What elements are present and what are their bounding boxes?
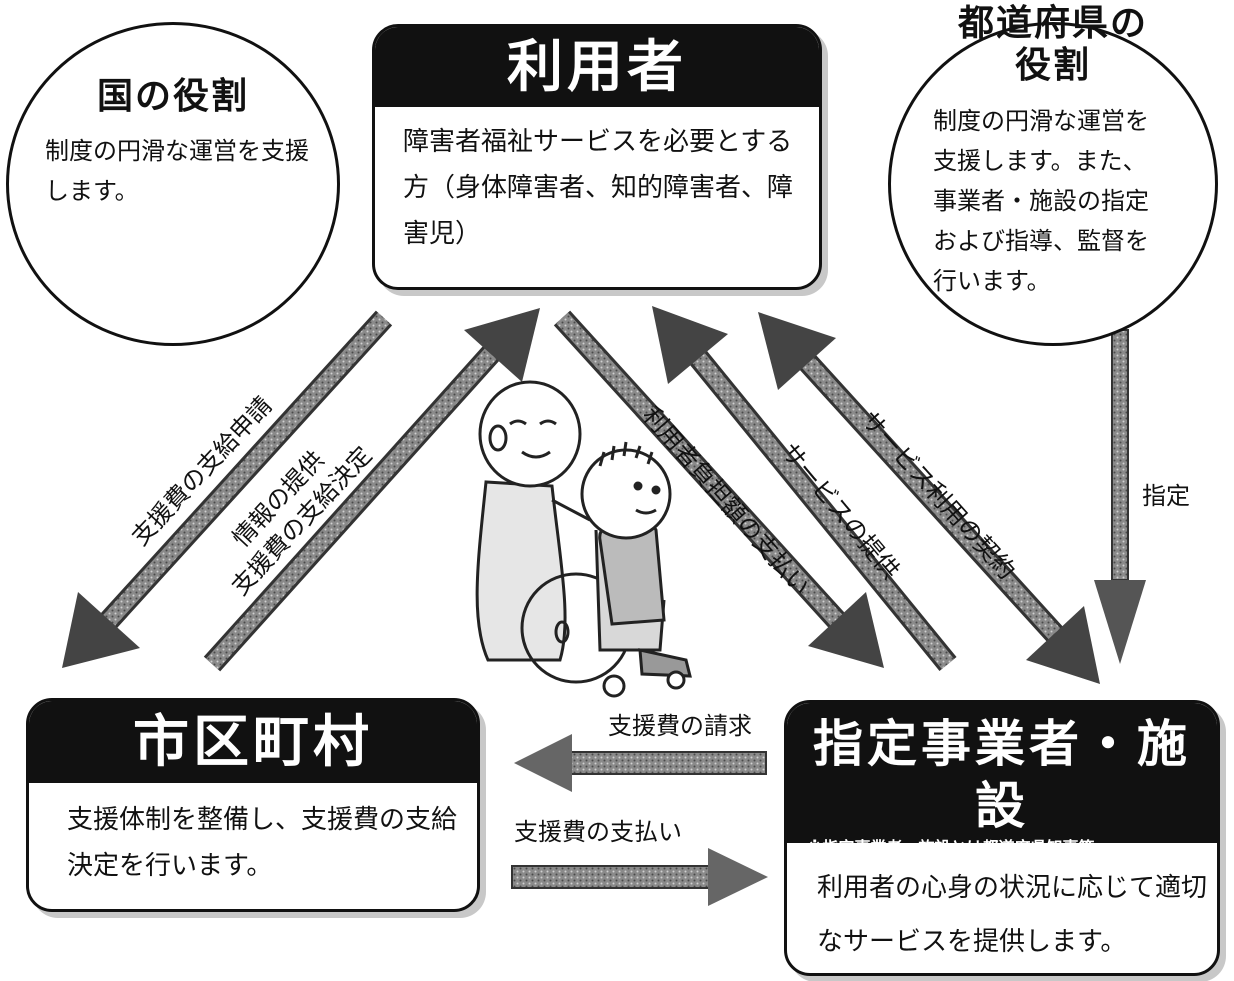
arrow-contract: [758, 312, 1100, 684]
user-description: 障害者福祉サービスを必要とする方（身体障害者、知的障害者、障害児）: [403, 127, 794, 249]
user-box: 利用者 障害者福祉サービスを必要とする方（身体障害者、知的障害者、障害児）: [372, 24, 822, 290]
prefecture-role-circle: 都道府県の 役割 制度の円滑な運営を支援します。また、事業者・施設の指定および指…: [888, 3, 1218, 346]
arrow-service-provision: [652, 306, 957, 671]
national-role-title: 国の役割: [96, 76, 249, 117]
wheelchair-user-illustration: [520, 441, 692, 698]
municipality-description: 支援体制を整備し、支援費の支給決定を行います。: [67, 805, 458, 881]
provider-note-line1: ※指定事業者・施設とは都道府県知事等: [807, 838, 1095, 857]
prefecture-role-title-line1: 都道府県の: [957, 3, 1148, 44]
arrow-payment: [511, 848, 768, 906]
arrow-designation: [1094, 329, 1146, 664]
prefecture-role-title: 都道府県の 役割: [891, 3, 1215, 87]
label-claim: 支援費の請求: [608, 712, 752, 740]
user-title: 利用者: [375, 27, 819, 107]
arrow-copayment: [553, 310, 884, 668]
provider-description: 利用者の心身の状況に応じて適切なサービスを提供します。: [817, 873, 1208, 957]
provider-title: 指定事業者・施設: [813, 715, 1191, 835]
prefecture-role-text: 制度の円滑な運営を支援します。また、事業者・施設の指定および指導、監督を行います…: [933, 107, 1149, 295]
provider-header: 指定事業者・施設 ※指定事業者・施設とは都道府県知事等 に指定を受けた事業者です…: [787, 703, 1217, 879]
arrow-decision: [203, 308, 540, 672]
label-designation: 指定: [1142, 482, 1190, 510]
municipality-title: 市区町村: [29, 701, 477, 783]
label-payment: 支援費の支払い: [514, 818, 682, 846]
arrow-application: [62, 310, 393, 668]
municipality-box: 市区町村 支援体制を整備し、支援費の支給決定を行います。: [26, 698, 480, 912]
arrow-claim: [514, 734, 767, 792]
caregiver-illustration: [475, 380, 591, 662]
national-role-text: 制度の円滑な運営を支援します。: [45, 137, 309, 205]
national-role-circle: 国の役割 制度の円滑な運営を支援します。: [6, 22, 340, 346]
provider-note-line2: に指定を受けた事業者です。: [821, 860, 1028, 879]
provider-box: 指定事業者・施設 ※指定事業者・施設とは都道府県知事等 に指定を受けた事業者です…: [784, 700, 1220, 976]
prefecture-role-title-line2: 役割: [1014, 45, 1091, 86]
